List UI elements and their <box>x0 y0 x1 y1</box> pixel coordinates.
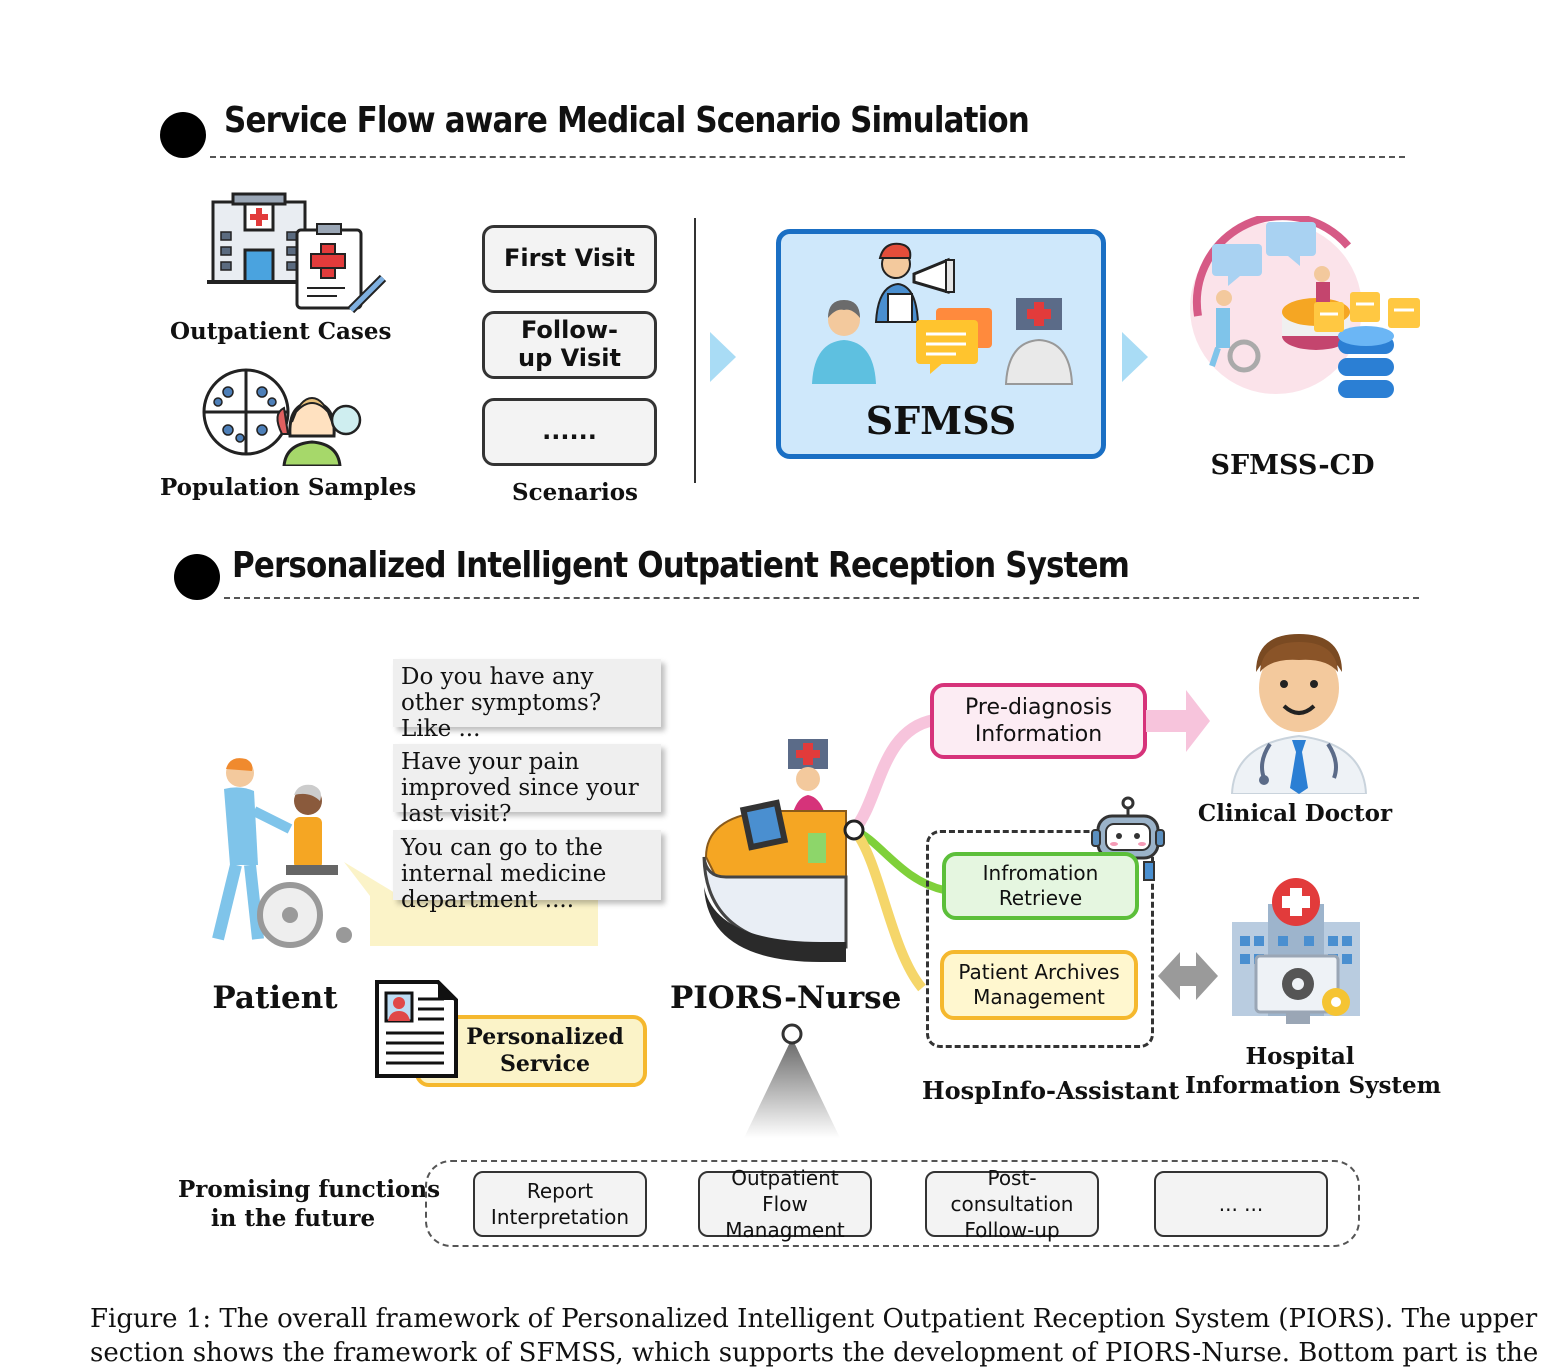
speech-tail <box>344 862 598 946</box>
section-bullet <box>174 554 220 600</box>
outpatient-cases-label: Outpatient Cases <box>170 318 392 345</box>
figure-caption-line2: section shows the framework of SFMSS, wh… <box>90 1338 1539 1368</box>
section-bullet <box>160 112 206 158</box>
connector-curves <box>843 714 946 992</box>
spotlight-connector <box>744 1023 840 1138</box>
population-samples-label: Population Samples <box>160 474 417 501</box>
dialogue-bubble: Do you have any other symptoms? Like ... <box>393 659 661 741</box>
dataset-illustration-icon <box>1190 216 1420 398</box>
section-title-top: Service Flow aware Medical Scenario Simu… <box>224 100 1030 141</box>
his-label-line2: Information System <box>1185 1072 1442 1099</box>
section-divider <box>224 597 1419 599</box>
outpatient-flow-box: Outpatient Flow Managment <box>698 1166 872 1242</box>
population-icon <box>202 368 362 466</box>
dialogue-bubble: Have your pain improved since your last … <box>393 744 661 826</box>
hospital-clipboard-icon <box>207 192 387 314</box>
hospital-system-icon <box>1232 878 1360 1024</box>
more-functions-box: ... ... <box>1154 1171 1328 1237</box>
scenario-more: ...... <box>482 398 657 466</box>
patient-label: Patient <box>212 980 338 1016</box>
clinical-doctor-label: Clinical Doctor <box>1197 800 1393 827</box>
pre-diagnosis-box: Pre-diagnosis Information <box>930 683 1147 759</box>
arrow-right-icon <box>1122 332 1148 382</box>
report-interpretation-box: Report Interpretation <box>473 1171 647 1237</box>
scenarios-label: Scenarios <box>511 479 639 506</box>
vertical-divider <box>694 218 696 483</box>
doctor-icon <box>1230 634 1368 794</box>
arrow-right-icon <box>1146 690 1210 752</box>
simulation-people-icon <box>812 242 1074 385</box>
figure-caption-line1: Figure 1: The overall framework of Perso… <box>90 1304 1538 1334</box>
patient-wheelchair-icon <box>212 758 352 948</box>
sfmss-label: SFMSS <box>865 398 1017 443</box>
information-retrieve-box: Infromation Retrieve <box>942 852 1139 920</box>
sfmss-cd-label: SFMSS-CD <box>1210 450 1375 481</box>
scenario-first-visit: First Visit <box>482 225 657 293</box>
section-divider <box>210 156 1405 158</box>
nurse-reception-desk-icon <box>702 739 848 962</box>
post-consultation-box: Post-consultation Follow-up <box>925 1166 1099 1242</box>
future-label-line2: in the future <box>210 1205 376 1232</box>
robot-icon <box>1091 796 1165 881</box>
section-title-bottom: Personalized Intelligent Outpatient Rece… <box>232 545 1130 586</box>
scenario-follow-up-visit: Follow-up Visit <box>482 311 657 379</box>
profile-document-icon <box>375 980 458 1078</box>
patient-archives-box: Patient Archives Management <box>940 950 1138 1020</box>
bidirectional-arrow-icon <box>1158 952 1218 1000</box>
future-functions-group <box>425 1160 1360 1247</box>
dialogue-bubble: You can go to the internal medicine depa… <box>393 830 661 912</box>
hospinfo-assistant-label: HospInfo-Assistant <box>922 1076 1180 1105</box>
piors-nurse-label: PIORS-Nurse <box>670 980 902 1016</box>
arrow-right-icon <box>710 332 736 382</box>
future-label-line1: Promising functions <box>178 1176 441 1203</box>
hospinfo-assistant-group <box>926 830 1154 1048</box>
his-label-line1: Hospital <box>1245 1043 1355 1070</box>
